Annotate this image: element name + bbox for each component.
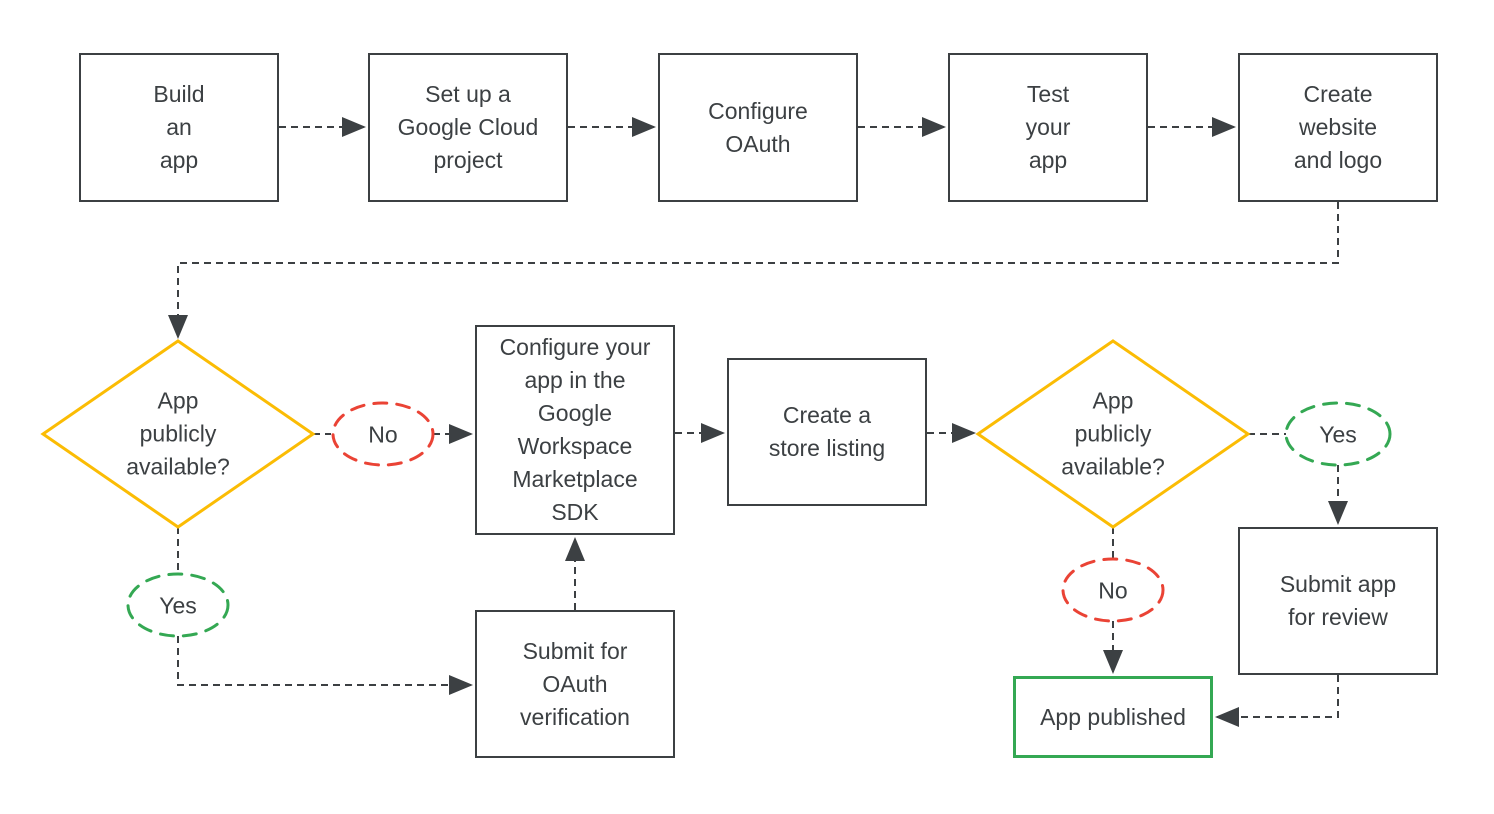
node-configure-marketplace-sdk-label: Configure your app in the Google Workspa… [499, 334, 651, 525]
no-oval-decision1 [331, 401, 435, 467]
node-create-store-listing: Create a store listing [727, 358, 927, 506]
node-create-website-label: Create website and logo [1293, 81, 1383, 173]
node-configure-oauth: Configure OAuth [658, 53, 858, 202]
decision-diamond-2 [975, 339, 1251, 529]
decision-diamond-1 [40, 339, 316, 529]
yes-oval-decision2 [1284, 401, 1392, 467]
decision-1-label: App publicly available? [126, 387, 230, 480]
node-create-website: Create website and logo [1238, 53, 1438, 202]
connector-website-to-decision1 [168, 202, 1339, 339]
node-setup-gcp: Set up a Google Cloud project [368, 53, 568, 202]
node-configure-oauth-label: Configure OAuth [708, 97, 808, 157]
node-app-published: App published [1013, 676, 1213, 758]
node-test-app: Test your app [948, 53, 1148, 202]
node-create-store-listing-label: Create a store listing [768, 402, 886, 461]
node-test-app-label: Test your app [1025, 81, 1071, 173]
no-oval-decision2 [1061, 557, 1165, 623]
node-submit-oauth-verification-label: Submit for OAuth verification [520, 637, 630, 730]
node-submit-app-review: Submit app for review [1238, 527, 1438, 675]
yes-label-decision1: Yes [159, 592, 197, 619]
node-build-app: Build an app [79, 53, 279, 202]
node-app-published-label: App published [1040, 703, 1186, 730]
node-submit-app-review-label: Submit app for review [1279, 571, 1397, 630]
no-label-decision2: No [1098, 577, 1128, 604]
node-setup-gcp-label: Set up a Google Cloud project [397, 81, 539, 173]
yes-oval-decision1 [126, 572, 230, 638]
decision-2-label: App publicly available? [1061, 387, 1165, 480]
node-configure-marketplace-sdk: Configure your app in the Google Workspa… [475, 325, 675, 535]
node-submit-oauth-verification: Submit for OAuth verification [475, 610, 675, 758]
node-build-app-label: Build an app [153, 81, 205, 173]
connector-submit-review-to-app-published [1215, 675, 1339, 727]
connector-yes-to-submit-oauth [177, 636, 473, 695]
yes-label-decision2: Yes [1319, 421, 1357, 448]
no-label-decision1: No [368, 421, 398, 448]
